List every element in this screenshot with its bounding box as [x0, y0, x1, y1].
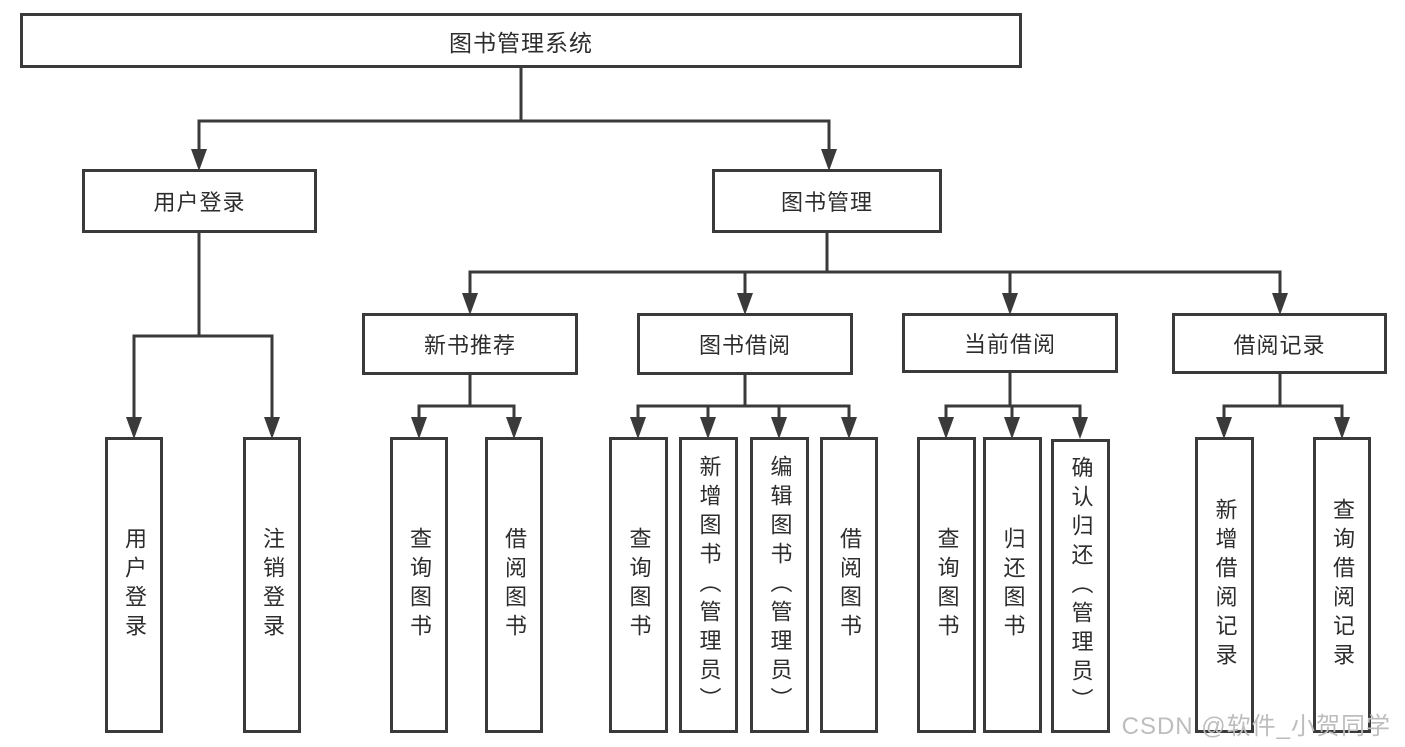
leaf-borrow-book-1: 借阅图书: [485, 437, 543, 733]
leaf-label: 新增借阅记录: [1212, 498, 1238, 672]
leaf-label: 确认归还（管理员）: [1068, 455, 1094, 717]
leaf-query-book-3: 查询图书: [917, 437, 976, 733]
leaf-label: 借阅图书: [502, 527, 527, 643]
leaf-add-borrow-record: 新增借阅记录: [1195, 437, 1254, 733]
connector-current-borrow-branch: [938, 373, 1088, 439]
node-current-borrow: 当前借阅: [902, 313, 1118, 373]
node-library-management-system: 图书管理系统: [20, 13, 1022, 68]
leaf-confirm-return-admin: 确认归还（管理员）: [1051, 439, 1110, 733]
connector-borrow-record-branch: [1216, 374, 1350, 439]
node-book-management: 图书管理: [712, 169, 942, 233]
leaf-label: 查询图书: [626, 527, 652, 643]
leaf-label: 编辑图书（管理员）: [767, 454, 793, 716]
leaf-query-borrow-record: 查询借阅记录: [1313, 437, 1371, 733]
leaf-label: 注销登录: [260, 527, 285, 643]
leaf-edit-book-admin: 编辑图书（管理员）: [750, 437, 809, 733]
leaf-query-book-2: 查询图书: [609, 437, 668, 733]
leaf-add-book-admin: 新增图书（管理员）: [679, 437, 738, 733]
leaf-return-book: 归还图书: [983, 437, 1042, 733]
connector-user-login-branch: [126, 233, 280, 439]
leaf-label: 借阅图书: [837, 527, 862, 643]
connector-book-management-to-level2: [462, 233, 1288, 315]
leaf-logout: 注销登录: [243, 437, 301, 733]
connector-book-borrow-branch: [630, 375, 857, 439]
leaf-label: 查询借阅记录: [1330, 498, 1355, 672]
csdn-watermark: CSDN @软件_小贺同学: [1121, 713, 1391, 740]
connector-root-to-level1: [191, 68, 837, 171]
leaf-label: 新增图书（管理员）: [696, 454, 722, 716]
leaf-label: 查询图书: [407, 527, 432, 643]
leaf-label: 查询图书: [934, 527, 960, 643]
leaf-user-login: 用户登录: [105, 437, 163, 733]
node-new-book-recommend: 新书推荐: [362, 313, 578, 375]
node-borrow-record: 借阅记录: [1172, 313, 1387, 374]
leaf-borrow-book-2: 借阅图书: [820, 437, 878, 733]
node-user-login: 用户登录: [82, 169, 317, 233]
connector-new-book-branch: [411, 375, 522, 439]
leaf-label: 归还图书: [1000, 527, 1026, 643]
node-book-borrow: 图书借阅: [637, 313, 853, 375]
leaf-label: 用户登录: [122, 527, 147, 643]
leaf-query-book-1: 查询图书: [390, 437, 448, 733]
